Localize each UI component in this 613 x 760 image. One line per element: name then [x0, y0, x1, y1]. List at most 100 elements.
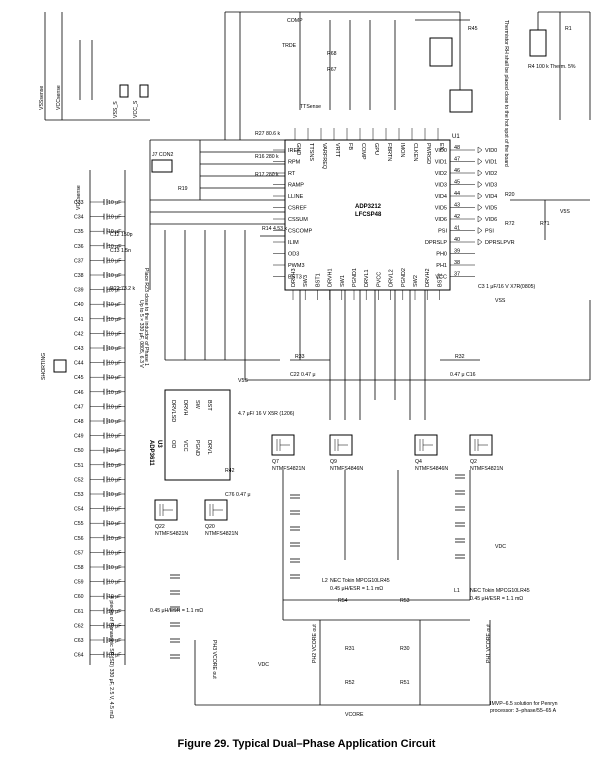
decap-note: Up to 5 × 330 μF, 0805, 6.3 V	[138, 300, 144, 368]
decap-ref: C64	[74, 653, 84, 659]
r54-label: R54	[338, 598, 348, 604]
decap-value: 10 μF	[108, 419, 121, 425]
vid-arrow-icon	[477, 146, 483, 154]
controller-pin-ramp: RAMP	[288, 183, 304, 189]
mosfet-group: Q7NTMFS4821NQ9NTMFS4846NQ4NTMFS4846NQ2NT…	[154, 434, 503, 537]
schematic-diagram: VSSsense VCCsense VSS_S VCC_S COMP TRDE …	[39, 11, 591, 719]
decap-value: 10 μF	[108, 229, 121, 235]
controller-pin-iref: IREF	[288, 148, 301, 154]
mosfet-part: NTMFS4846N	[330, 466, 363, 472]
controller-pin-rt: RT	[288, 171, 296, 177]
controller-pin-vcc: VCC	[435, 275, 447, 281]
controller-pin-bst3: BST3	[288, 275, 302, 281]
controller-pin-vid6: VID6	[435, 217, 447, 223]
controller-pin-number: 43	[454, 203, 460, 209]
controller-pin-imon: IMON	[399, 143, 405, 157]
r20-label: R20	[505, 192, 515, 198]
decap-ref: C62	[74, 623, 84, 629]
decap-value: 10 μF	[108, 302, 121, 308]
driver-pin-drvh: DRVH	[182, 400, 188, 416]
controller-pin-vrtt: VRTT	[334, 143, 340, 158]
decap-ref: C54	[74, 507, 84, 513]
controller-pin-pvcc: PVCC	[376, 272, 382, 287]
controller-pin-ph0: PH0	[436, 252, 447, 258]
j7-label: J7 CON2	[152, 152, 173, 158]
bias-components: J7 CON2 R27 80.6 k R16 280 k R17 280 k R…	[110, 131, 287, 292]
vid-net-vid4: VID4	[485, 194, 497, 200]
decap-value: 10 μF	[108, 273, 121, 279]
decap-value: 10 μF	[108, 448, 121, 454]
controller-pin-od3: OD3	[288, 252, 299, 258]
controller-left-pins: IREFRPMRTRAMPLLINECSREFCSSUMCSCOMPILIMOD…	[273, 148, 312, 281]
driver-pin-sw: SW	[194, 400, 200, 410]
decap-ref: C33	[74, 200, 84, 206]
controller-pin-gnd: GND	[295, 143, 301, 155]
driver-pin-vcc: VCC	[182, 440, 188, 452]
controller-pin-comp: COMP	[360, 143, 366, 160]
l1-spec: 0.45 μH/ESR = 1.1 mΩ	[470, 596, 523, 602]
controller-pin-sw2: SW2	[413, 275, 419, 287]
vid-arrow-icon	[477, 238, 483, 246]
mosfet-ref: Q22	[155, 524, 165, 530]
decap-value: 10 μF	[108, 244, 121, 250]
r45-label: R45	[468, 26, 478, 32]
controller-pin-number: 45	[454, 180, 460, 186]
decap-ref: C38	[74, 273, 84, 279]
controller-pin-pwm3: PWM3	[288, 263, 305, 269]
decap-value: 10 μF	[108, 404, 121, 410]
controller-pin-vid4: VID4	[435, 194, 447, 200]
sense-label-0: VSSsense	[39, 86, 45, 110]
controller-pin-pwrgd: PWRGD	[425, 143, 431, 164]
vdc-label-left: VDC	[258, 662, 269, 668]
solution-note-2: processor: 3–phase/55–65 A	[490, 708, 557, 714]
mosfet-part: NTMFS4846N	[415, 466, 448, 472]
r-label-1: R68	[327, 51, 337, 57]
decap-value: 10 μF	[108, 200, 121, 206]
figure-caption: Figure 29. Typical Dual–Phase Applicatio…	[177, 738, 436, 750]
controller-pin-rpm: RPM	[288, 160, 301, 166]
decap-value: 10 μF	[108, 521, 121, 527]
controller-pin-csref: CSREF	[288, 206, 307, 212]
r71-label: R71	[540, 221, 550, 227]
controller-pin-number: 40	[454, 237, 460, 243]
r19-label: R19	[178, 186, 188, 192]
decap-value: 10 μF	[108, 375, 121, 381]
controller-pin-vid1: VID1	[435, 160, 447, 166]
controller-pin-dprslp: DPRSLP	[425, 240, 447, 246]
decap-ref: C43	[74, 346, 84, 352]
c16-label: 0.47 μ C16	[450, 372, 476, 378]
sense-label-3: VCC_S	[133, 100, 139, 118]
controller-adp3212: ADP3212 LFCSP48 U1 IREFRPMRTRAMPLLINECSR…	[273, 128, 475, 300]
decap-ref: C37	[74, 258, 84, 264]
shorting-jumper	[53, 359, 67, 373]
mosfet-ref: Q7	[272, 459, 279, 465]
c76-label: C76 0.47 μ	[225, 492, 250, 498]
decap-value: 10 μF	[108, 477, 121, 483]
driver-pin-drvlsd: DRVLSD	[170, 400, 176, 422]
driver-body	[164, 389, 231, 481]
thermistor-part: R4 100 k Therm. 5%	[528, 64, 576, 70]
decap-ref: C58	[74, 565, 84, 571]
controller-pin-lline: LLINE	[288, 194, 304, 200]
r53-label: R53	[400, 598, 410, 604]
decap-ref: C57	[74, 550, 84, 556]
l2-part: NEC Tokin MPCG10LR45	[330, 578, 390, 584]
v5s-driver-label: V5S	[238, 378, 248, 384]
place-r23-note: Place R23 close to the inductor of Phase…	[143, 268, 149, 366]
vid-net-vid3: VID3	[485, 183, 497, 189]
decap-ref: C34	[74, 215, 84, 221]
driver-pin-bst: BST	[206, 400, 212, 411]
r14-label: R14 4.53 k	[262, 226, 287, 232]
controller-pin-drvl1: DRVL1	[364, 269, 370, 287]
vid-arrow-icon	[477, 227, 483, 234]
vid-net-dprslpvr: DPRSLPVR	[485, 240, 515, 246]
driver-pin-pgnd: PGND	[194, 440, 200, 456]
vid-net-vid2: VID2	[485, 171, 497, 177]
ph2-out-label: PH2 VCORE out	[312, 624, 318, 663]
controller-pin-gpu: GPU	[373, 143, 379, 155]
ph1-out-label: PH1 VCORE out	[486, 624, 492, 663]
sense-lines: VSSsense VCCsense VSS_S VCC_S	[39, 12, 150, 121]
